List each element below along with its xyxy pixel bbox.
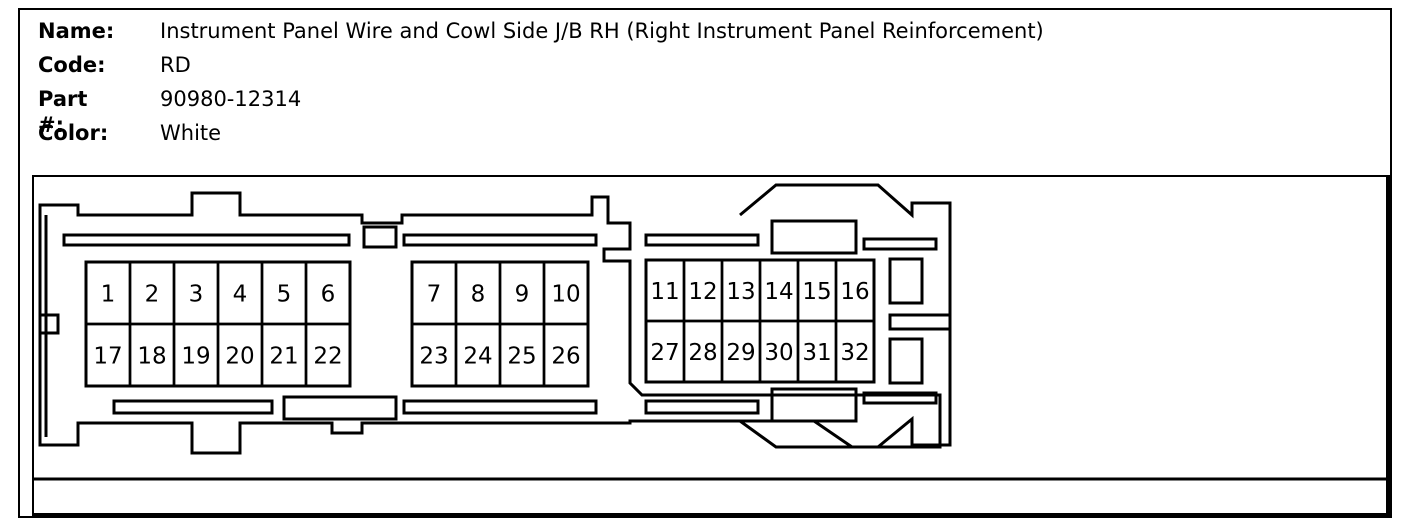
name-label: Name: [38,19,115,43]
pin-number-23: 23 [419,344,448,370]
lock-bottom [770,387,858,423]
slot-bottom-3 [644,399,760,415]
pin-number-32: 32 [840,340,869,366]
slot-top-2 [402,233,598,247]
name-value: Instrument Panel Wire and Cowl Side J/B … [160,19,1044,43]
right-window-top [888,257,924,305]
connector-housing [38,183,952,455]
slot-top-4 [862,237,938,251]
slot-top-1 [62,233,351,247]
pin-number-25: 25 [507,344,536,370]
pin-number-14: 14 [764,279,793,305]
pin-cavity-22 [304,322,352,388]
left-latch [40,313,60,335]
pin-number-2: 2 [145,282,160,308]
slot-bottom-2 [402,399,598,415]
part-value: 90980-12314 [160,87,302,111]
color-value: White [160,121,222,145]
right-tab [888,313,952,331]
housing-outline [38,191,942,455]
pin-number-3: 3 [189,282,204,308]
right-window-bottom [888,337,924,385]
pin-number-19: 19 [181,344,210,370]
pin-number-22: 22 [313,344,342,370]
pin-number-13: 13 [726,279,755,305]
key-bottom [282,395,398,421]
color-label: Color: [38,121,109,145]
lock-top [770,219,858,255]
pin-number-6: 6 [321,282,336,308]
pin-number-15: 15 [802,279,831,305]
pin-number-20: 20 [225,344,254,370]
pin-number-11: 11 [650,279,679,305]
pin-number-9: 9 [515,282,530,308]
slot-bottom-4 [862,391,938,405]
pin-number-17: 17 [93,344,122,370]
pin-number-1: 1 [101,282,116,308]
part-label: Part #: [38,87,88,137]
pin-cavity-32 [834,319,876,384]
code-value: RD [160,53,191,77]
slot-bottom-1 [112,399,274,415]
pin-number-18: 18 [137,344,166,370]
pin-number-31: 31 [802,340,831,366]
pin-number-21: 21 [269,344,298,370]
pin-number-27: 27 [650,340,679,366]
diagram-border [32,175,1390,517]
key-top [362,225,398,249]
slot-top-3 [644,233,760,247]
pin-number-8: 8 [471,282,486,308]
pin-number-12: 12 [688,279,717,305]
pin-number-26: 26 [551,344,580,370]
pin-cavity-26 [542,322,590,388]
pin-number-16: 16 [840,279,869,305]
pin-number-24: 24 [463,344,492,370]
pin-number-30: 30 [764,340,793,366]
pin-number-29: 29 [726,340,755,366]
pin-number-28: 28 [688,340,717,366]
pin-number-7: 7 [427,282,442,308]
pin-number-10: 10 [551,282,580,308]
pin-number-4: 4 [233,282,248,308]
pin-number-5: 5 [277,282,292,308]
code-label: Code: [38,53,106,77]
